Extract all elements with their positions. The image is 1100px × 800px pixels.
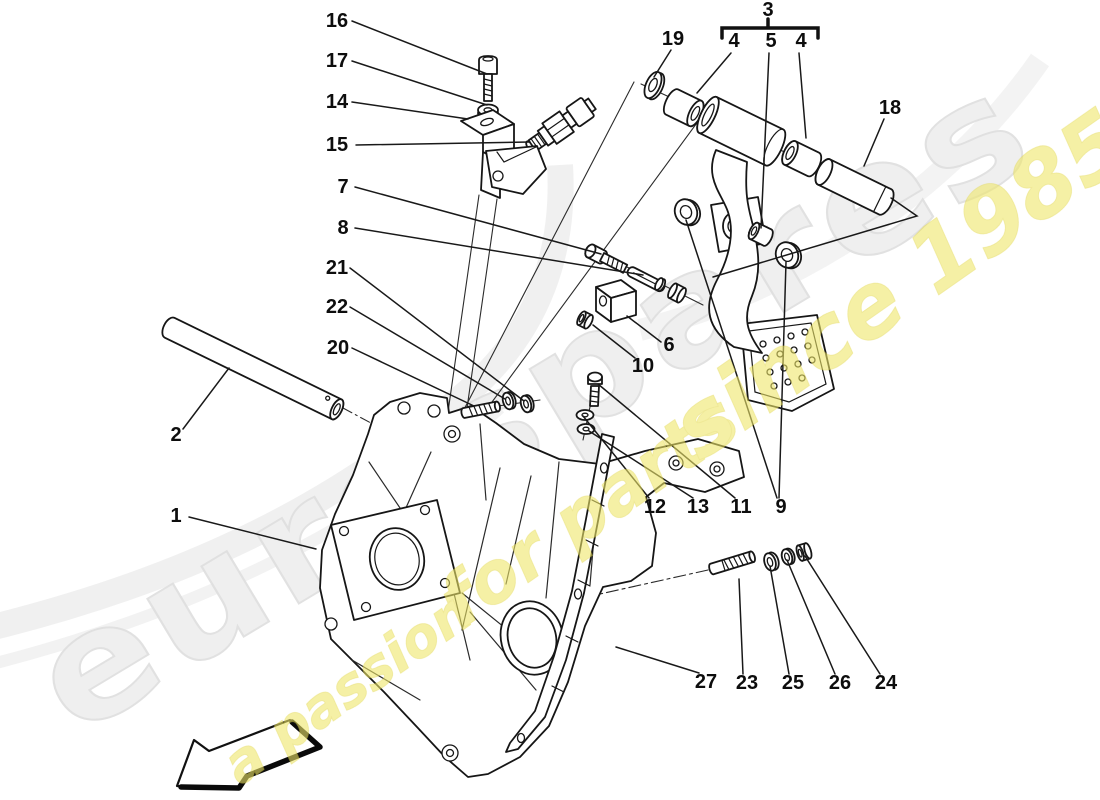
callout-label-25: 25 bbox=[782, 672, 804, 694]
pedal-pad-holes bbox=[759, 328, 816, 390]
callout-label-12: 12 bbox=[644, 496, 666, 518]
callout-label-13: 13 bbox=[687, 496, 709, 518]
callout-label-1: 1 bbox=[170, 505, 181, 527]
callout-label-16: 16 bbox=[326, 10, 348, 32]
pedal-board-casting bbox=[319, 392, 745, 778]
bushing-4-right bbox=[781, 140, 823, 178]
gasket-strip bbox=[505, 433, 615, 753]
callout-label-27: 27 bbox=[695, 671, 717, 693]
stud-20 bbox=[460, 400, 501, 419]
nut-10 bbox=[576, 310, 594, 330]
switch-sensor-15 bbox=[525, 97, 597, 154]
callout-label-14: 14 bbox=[326, 91, 349, 113]
callout-label-9: 9 bbox=[775, 496, 786, 518]
pedal-hub-tube bbox=[696, 95, 787, 167]
casting-mount-holes bbox=[324, 401, 725, 762]
callout-label-10: 10 bbox=[632, 355, 654, 377]
washer-25 bbox=[763, 551, 780, 572]
ring-9-left bbox=[673, 198, 702, 227]
callout-label-5: 5 bbox=[765, 30, 776, 52]
callout-label-19: 19 bbox=[662, 28, 684, 50]
pedal-stop-piece bbox=[485, 145, 547, 195]
callout-label-6: 6 bbox=[663, 334, 674, 356]
callout-label-23: 23 bbox=[736, 672, 758, 694]
pedal-pad bbox=[740, 314, 835, 412]
callout-labels: 16 17 14 15 7 8 21 22 20 2 1 3 19 4 5 4 … bbox=[170, 0, 901, 694]
washer-on-block-axis bbox=[654, 277, 667, 292]
callout-label-18: 18 bbox=[879, 97, 901, 119]
nut-on-block-axis bbox=[667, 282, 687, 304]
pivot-pin-18 bbox=[814, 158, 895, 216]
bushing-5 bbox=[747, 221, 774, 247]
callout-label-20: 20 bbox=[327, 337, 349, 359]
callout-label-17: 17 bbox=[326, 50, 348, 72]
callout-label-22: 22 bbox=[326, 296, 348, 318]
stud-23 bbox=[708, 550, 756, 576]
callout-label-2: 2 bbox=[170, 424, 181, 446]
washer-22 bbox=[501, 391, 517, 411]
callout-label-26: 26 bbox=[829, 672, 851, 694]
washer-19 bbox=[643, 70, 666, 101]
casting-port bbox=[499, 600, 565, 676]
screw-11 bbox=[587, 371, 603, 407]
block-6 bbox=[595, 279, 637, 323]
washer-12 bbox=[575, 409, 595, 421]
group-3-bracket bbox=[720, 17, 820, 40]
callout-label-4b: 4 bbox=[795, 30, 807, 52]
leader-lines bbox=[182, 20, 919, 675]
cross-tube bbox=[161, 316, 345, 421]
callout-label-8: 8 bbox=[337, 217, 348, 239]
callout-label-7: 7 bbox=[337, 176, 348, 198]
direction-arrow bbox=[175, 718, 323, 791]
callout-label-21: 21 bbox=[326, 257, 348, 279]
nut-24 bbox=[795, 542, 813, 562]
callout-label-3: 3 bbox=[762, 0, 773, 21]
callout-label-24: 24 bbox=[875, 672, 898, 694]
callout-label-4a: 4 bbox=[728, 30, 740, 52]
casting-flange bbox=[330, 499, 461, 621]
bolt-16 bbox=[478, 55, 498, 102]
washer-26 bbox=[780, 547, 796, 566]
callout-label-15: 15 bbox=[326, 134, 348, 156]
gasket-hatching bbox=[551, 499, 605, 693]
callout-label-11: 11 bbox=[730, 496, 751, 518]
